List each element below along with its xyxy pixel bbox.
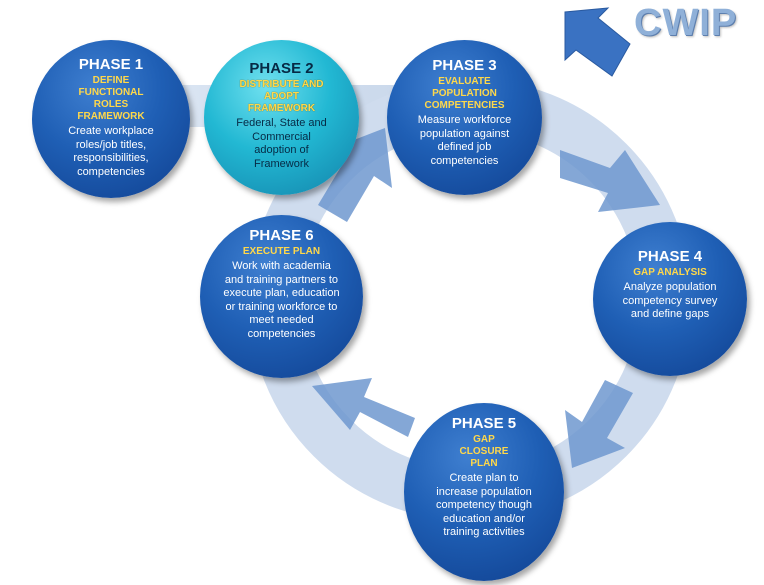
phase-6-title: PHASE 6: [249, 227, 314, 244]
phase-5-title: PHASE 5: [451, 415, 517, 432]
phase-3-circle: PHASE 3 EVALUATE POPULATION COMPETENCIES…: [387, 40, 542, 195]
phase-2-subtitle: DISTRIBUTE AND ADOPT FRAMEWORK: [239, 79, 324, 114]
phase-4-circle: PHASE 4 GAP ANALYSIS Analyze population …: [593, 222, 747, 376]
phase-5-subtitle: GAP CLOSURE PLAN: [459, 434, 509, 469]
phase-6-subtitle: EXECUTE PLAN: [242, 246, 321, 257]
phase-1-circle: PHASE 1 DEFINE FUNCTIONAL ROLES FRAMEWOR…: [32, 40, 190, 198]
phase-1-title: PHASE 1: [78, 56, 144, 73]
cycle-arrow-5-6: [312, 378, 415, 437]
phase-4-title: PHASE 4: [637, 248, 703, 265]
phase-6-description: Work with academia and training partners…: [223, 260, 340, 340]
phase-2-title: PHASE 2: [249, 60, 314, 77]
phase-5-description: Create plan to increase population compe…: [435, 472, 532, 538]
cwip-logo: CWIP: [634, 2, 738, 44]
phase-3-title: PHASE 3: [432, 57, 497, 74]
cycle-arrow-4-5: [565, 380, 633, 468]
phase-2-description: Federal, State and Commercial adoption o…: [236, 117, 327, 170]
phase-3-description: Measure workforce population against def…: [417, 114, 512, 167]
phase-1-description: Create workplace roles/job titles, respo…: [68, 125, 154, 178]
phase-4-description: Analyze population competency survey and…: [622, 281, 718, 320]
pointer-arrow: [564, 7, 631, 77]
phase-5-circle: PHASE 5 GAP CLOSURE PLAN Create plan to …: [404, 403, 564, 581]
phase-3-subtitle: EVALUATE POPULATION COMPETENCIES: [424, 76, 505, 111]
phase-1-subtitle: DEFINE FUNCTIONAL ROLES FRAMEWORK: [77, 75, 145, 122]
phase-2-circle: PHASE 2 DISTRIBUTE AND ADOPT FRAMEWORK F…: [204, 40, 359, 195]
phase-4-subtitle: GAP ANALYSIS: [633, 267, 707, 278]
cycle-arrow-3-4: [560, 150, 660, 212]
phase-6-circle: PHASE 6 EXECUTE PLAN Work with academia …: [200, 215, 363, 378]
